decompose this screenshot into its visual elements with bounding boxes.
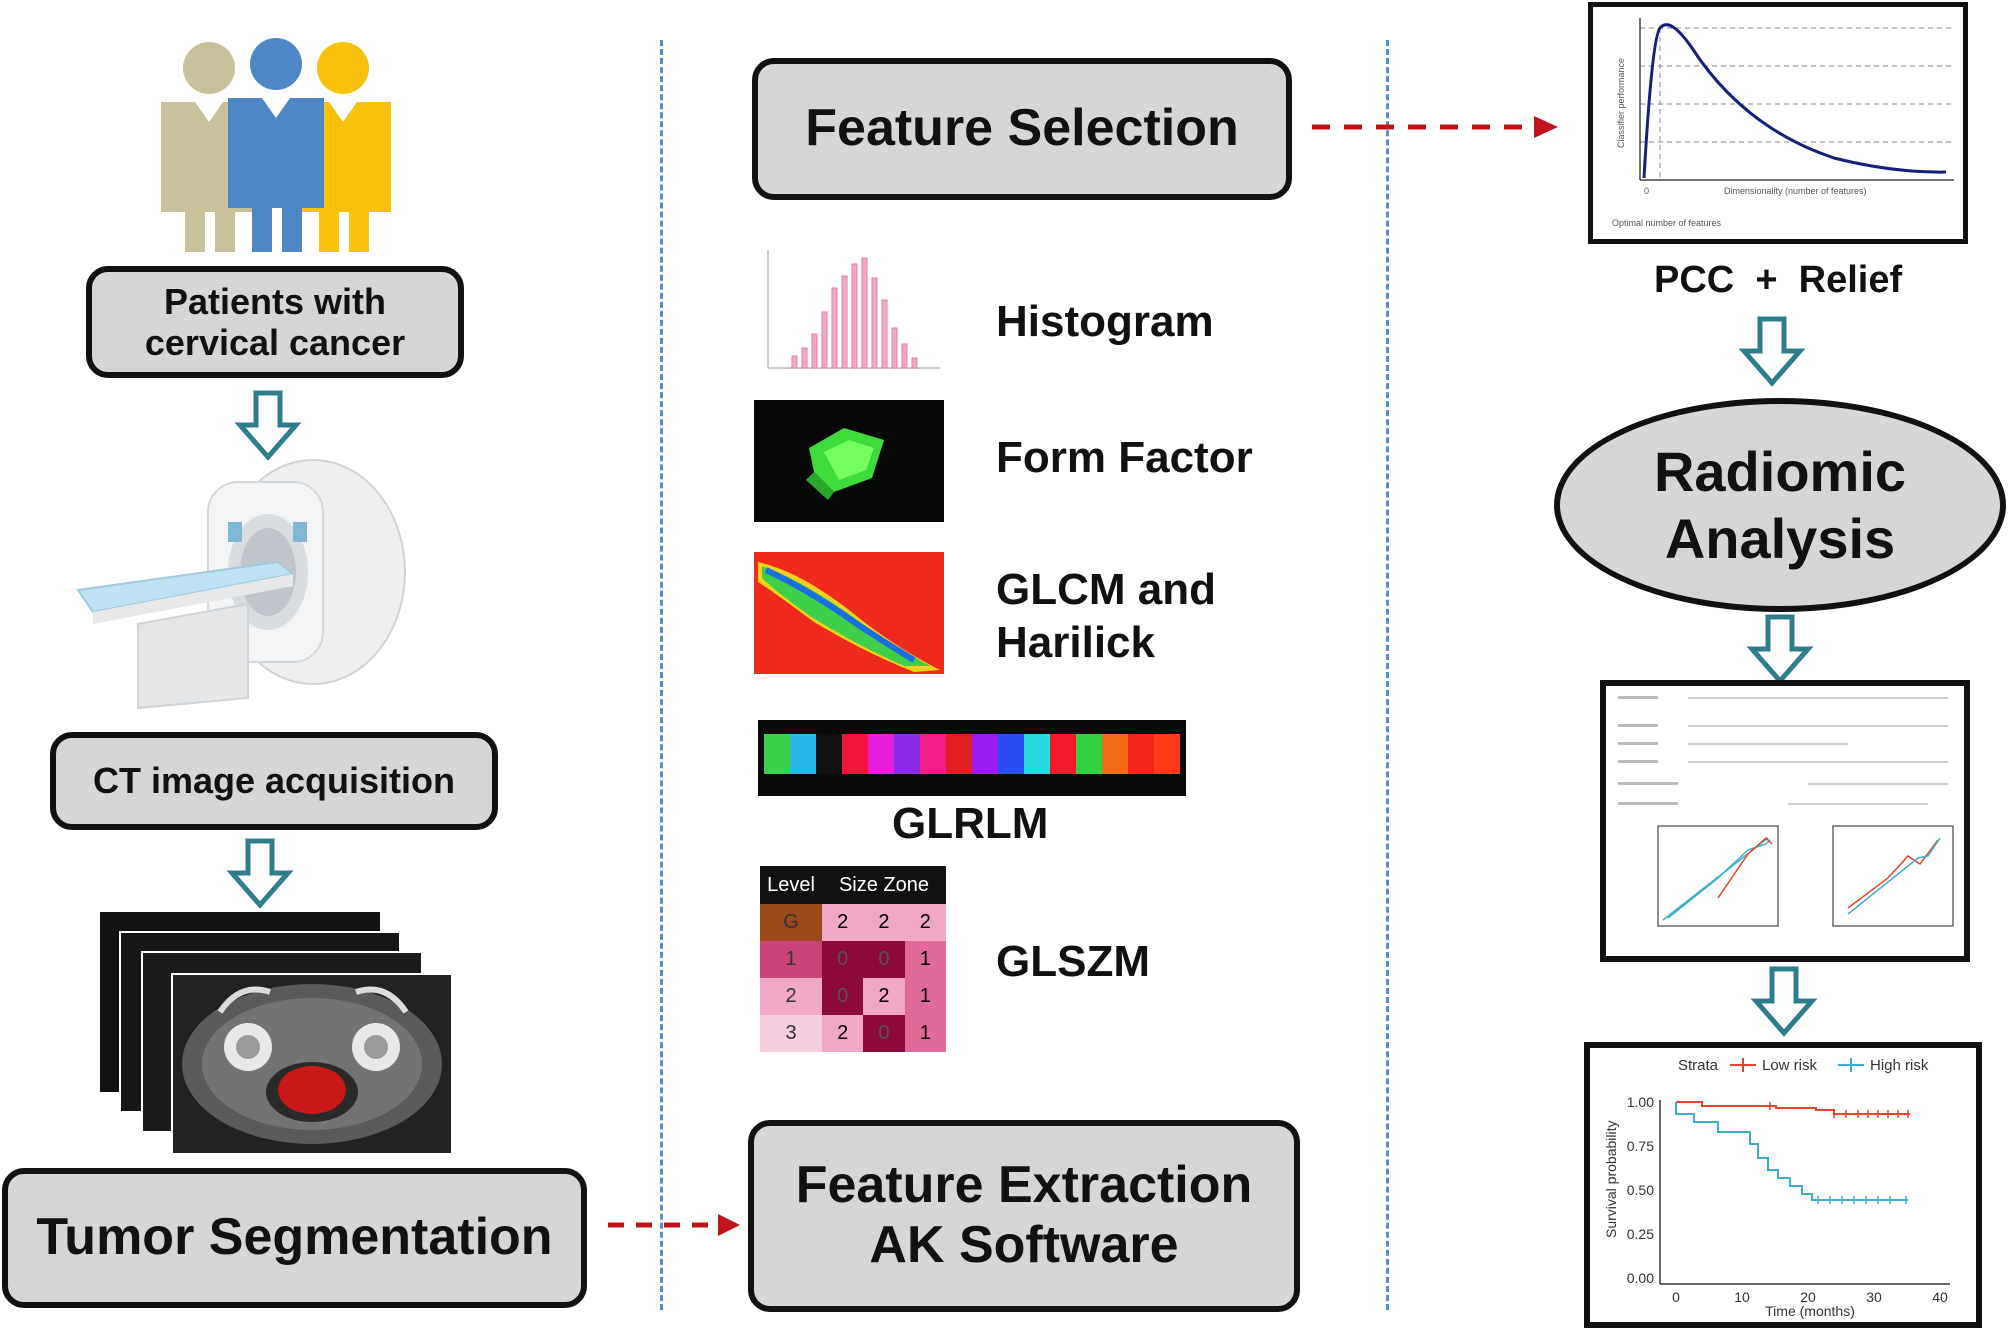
km-ytick: 1.00 — [1627, 1094, 1654, 1110]
km-xtick: 30 — [1866, 1289, 1882, 1305]
radiomic-line2: Analysis — [1664, 507, 1896, 570]
km-xlabel: Time (months) — [1765, 1303, 1855, 1319]
km-legend-high: High risk — [1870, 1057, 1929, 1074]
patients-label-line1: Patients with — [163, 280, 387, 322]
glrlm-label: GLRLM — [892, 799, 1049, 848]
feature-selection-box: Feature Selection — [752, 58, 1292, 200]
glcm-thumbnail — [754, 552, 944, 674]
perf-xlabel: Dimensionality (number of features) — [1724, 186, 1867, 196]
km-legend-title: Strata — [1678, 1057, 1719, 1074]
km-ytick: 0.75 — [1627, 1138, 1654, 1154]
perf-note: Optimal number of features — [1612, 218, 1722, 228]
km-xtick: 10 — [1734, 1289, 1750, 1305]
glszm-cell: 2 — [863, 978, 905, 1015]
km-xtick: 40 — [1932, 1289, 1948, 1305]
km-xtick: 0 — [1672, 1289, 1680, 1305]
radiomic-line1: Radiomic — [1653, 439, 1907, 503]
patients-box: Patients with cervical cancer — [86, 266, 464, 378]
glszm-row: 1 0 0 1 — [760, 941, 946, 978]
glszm-header-level: Level — [767, 873, 815, 896]
glcm-label-line2: Harilick — [996, 617, 1155, 667]
glszm-cell: 2 — [822, 904, 864, 941]
glszm-level-cell: 3 — [760, 1015, 822, 1052]
glszm-table: Level Size Zone G 2 2 2 1 0 0 1 2 0 2 1 … — [760, 866, 946, 1054]
glszm-level-cell: 1 — [760, 941, 822, 978]
glszm-header-size: Size Zone — [838, 873, 930, 896]
glszm-cell: 2 — [904, 904, 946, 941]
form-factor-label: Form Factor — [996, 433, 1253, 482]
glszm-cell: 0 — [863, 1015, 905, 1052]
glszm-label: GLSZM — [996, 937, 1150, 986]
perf-zero: 0 — [1644, 186, 1649, 196]
hollow-down-arrow-icon — [226, 838, 294, 909]
ct-acquisition-box: CT image acquisition — [50, 732, 498, 830]
pcc-relief-label: PCC + Relief — [1654, 259, 1903, 301]
km-ytick: 0.50 — [1627, 1182, 1654, 1198]
glcm-label-line1: GLCM and — [996, 565, 1216, 614]
nomogram-panel — [1618, 696, 1954, 927]
ct-acquisition-label: CT image acquisition — [92, 760, 456, 802]
glszm-cell: 1 — [904, 941, 946, 978]
km-frame — [1584, 1042, 1982, 1328]
feature-extraction-box: Feature Extraction AK Software — [748, 1120, 1300, 1312]
glszm-row: 2 0 2 1 — [760, 978, 946, 1015]
dashed-arrow-to-plot — [1312, 116, 1558, 138]
dashed-arrow-to-extraction — [608, 1214, 740, 1236]
glszm-cell: 1 — [904, 978, 946, 1015]
ct-scanner-icon — [76, 459, 406, 710]
glszm-cell: 2 — [822, 1015, 864, 1052]
glszm-level-cell: G — [760, 904, 822, 941]
hollow-down-arrow-icon — [234, 390, 302, 461]
hollow-down-arrow-icon — [1738, 316, 1806, 387]
form-factor-thumbnail — [754, 400, 944, 522]
perf-ylabel: Classifier performance — [1616, 58, 1626, 148]
glszm-cell: 0 — [822, 941, 864, 978]
performance-plot: Classifier performance Dimensionality (n… — [1612, 18, 1954, 228]
feature-selection-label: Feature Selection — [805, 99, 1239, 158]
km-xtick: 20 — [1800, 1289, 1816, 1305]
nomogram-frame — [1600, 680, 1970, 962]
tumor-segmentation-label: Tumor Segmentation — [36, 1208, 553, 1267]
people-icon — [161, 38, 391, 252]
glszm-level-cell: 2 — [760, 978, 822, 1015]
glszm-cell: 1 — [904, 1015, 946, 1052]
km-ytick: 0.25 — [1627, 1226, 1654, 1242]
glszm-row: G 2 2 2 — [760, 904, 946, 941]
glrlm-thumbnail — [758, 720, 1186, 796]
km-ylabel: Survival probability — [1603, 1121, 1619, 1239]
histogram-label: Histogram — [996, 297, 1214, 346]
radiomic-analysis-ellipse: Radiomic Analysis — [1554, 398, 2006, 612]
glcm-label: GLCM and Harilick — [996, 564, 1216, 670]
km-ytick: 0.00 — [1627, 1270, 1654, 1286]
performance-plot-frame — [1588, 2, 1968, 244]
glszm-table-header: Level Size Zone — [760, 866, 946, 904]
divider-left — [660, 40, 663, 1310]
feature-extraction-line2: AK Software — [869, 1216, 1179, 1274]
glszm-cell: 0 — [822, 978, 864, 1015]
glszm-cell: 0 — [863, 941, 905, 978]
feature-extraction-line1: Feature Extraction — [795, 1156, 1253, 1215]
hollow-down-arrow-icon — [1750, 966, 1818, 1037]
ct-slices-icon — [100, 912, 453, 1155]
km-plot: Strata Low risk High risk 1.00 0.75 0.50… — [1603, 1057, 1950, 1319]
km-legend-low: Low risk — [1762, 1057, 1818, 1074]
glszm-cell: 2 — [863, 904, 905, 941]
divider-right — [1386, 40, 1389, 1310]
tumor-segmentation-box: Tumor Segmentation — [2, 1168, 587, 1308]
patients-label-line2: cervical cancer — [144, 322, 406, 363]
glszm-row: 3 2 0 1 — [760, 1015, 946, 1052]
histogram-thumbnail — [767, 250, 940, 369]
hollow-down-arrow-icon — [1746, 614, 1814, 685]
